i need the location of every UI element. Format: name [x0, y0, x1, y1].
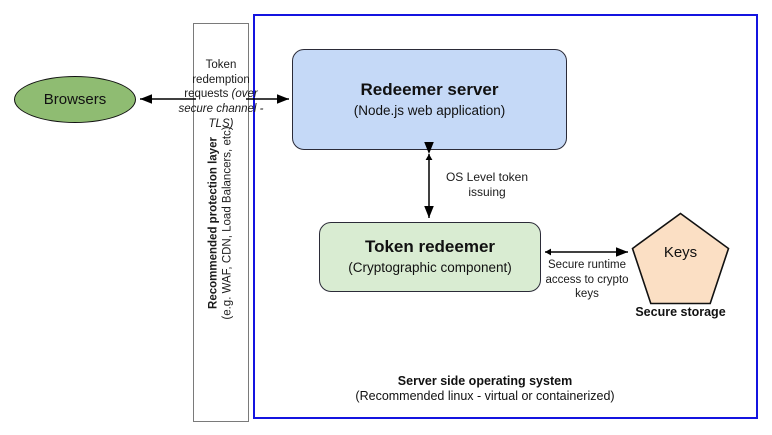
edge-label-secure-runtime-access: Secure runtime access to crypto keys: [543, 258, 631, 302]
node-browsers-label: Browsers: [43, 91, 107, 108]
node-browsers[interactable]: Browsers: [14, 76, 136, 123]
node-redeemer-server[interactable]: Redeemer server (Node.js web application…: [292, 49, 567, 150]
protection-layer-label: Recommended protection layer (e.g. WAF, …: [207, 126, 236, 319]
node-token-redeemer-title: Token redeemer: [364, 237, 496, 257]
secure-runtime-line-3: keys: [575, 288, 599, 301]
protection-layer-title: Recommended protection layer: [207, 136, 220, 309]
server-side-os-title: Server side operating system: [397, 374, 573, 388]
protection-layer-subtitle: (e.g. WAF, CDN, Load Balancers, etc): [222, 125, 234, 320]
server-side-os-subtitle: (Recommended linux - virtual or containe…: [355, 389, 615, 403]
edge-label-token-redemption: Token redemption requests (over secure c…: [176, 58, 266, 132]
os-level-line-1: OS Level token: [445, 170, 529, 184]
node-keys-pentagon[interactable]: [631, 212, 730, 305]
node-token-redeemer[interactable]: Token redeemer (Cryptographic component): [319, 222, 541, 292]
edge-label-line-3: requests: [184, 88, 232, 101]
node-redeemer-server-title: Redeemer server: [360, 79, 499, 99]
edge-label-os-level-token-issuing: OS Level token issuing: [432, 170, 542, 201]
node-token-redeemer-subtitle: (Cryptographic component): [348, 260, 512, 276]
server-side-os-boundary: [253, 14, 758, 419]
edge-label-line-4: secure channel -: [178, 103, 264, 116]
os-level-line-2: issuing: [468, 185, 506, 200]
edge-label-line-5: TLS): [208, 117, 234, 130]
secure-runtime-line-2: access to crypto: [545, 273, 629, 286]
secure-storage-caption: Secure storage: [635, 305, 726, 319]
edge-label-line-3-italic: (over: [231, 88, 258, 101]
edge-label-line-2: redemption: [192, 73, 250, 86]
node-redeemer-server-subtitle: (Node.js web application): [353, 102, 506, 118]
secure-runtime-line-1: Secure runtime: [548, 259, 626, 271]
edge-label-line-1: Token: [205, 59, 237, 71]
node-keys-label: Keys: [663, 244, 698, 261]
server-side-os-caption: Server side operating system (Recommende…: [300, 374, 670, 403]
protection-layer-container: Recommended protection layer (e.g. WAF, …: [193, 23, 249, 422]
